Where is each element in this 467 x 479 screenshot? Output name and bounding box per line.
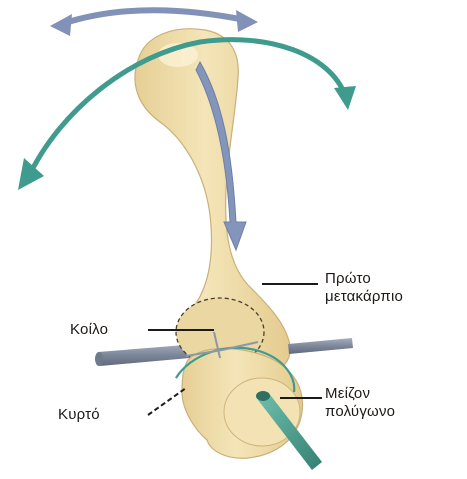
abduction-arrow (62, 10, 245, 24)
label-trapezium: Μείζον πολύγωνο (325, 385, 395, 421)
label-first-metacarpal: Πρώτο μετακάρπιο (325, 270, 403, 306)
label-first-metacarpal-line1: Πρώτο (325, 270, 403, 288)
label-convex: Κυρτό (58, 406, 100, 424)
label-trapezium-line2: πολύγωνο (325, 403, 395, 421)
label-first-metacarpal-line2: μετακάρπιο (325, 288, 403, 306)
leader-convex (148, 388, 186, 415)
label-concave: Κοίλο (70, 321, 108, 339)
label-trapezium-line1: Μείζον (325, 385, 395, 403)
